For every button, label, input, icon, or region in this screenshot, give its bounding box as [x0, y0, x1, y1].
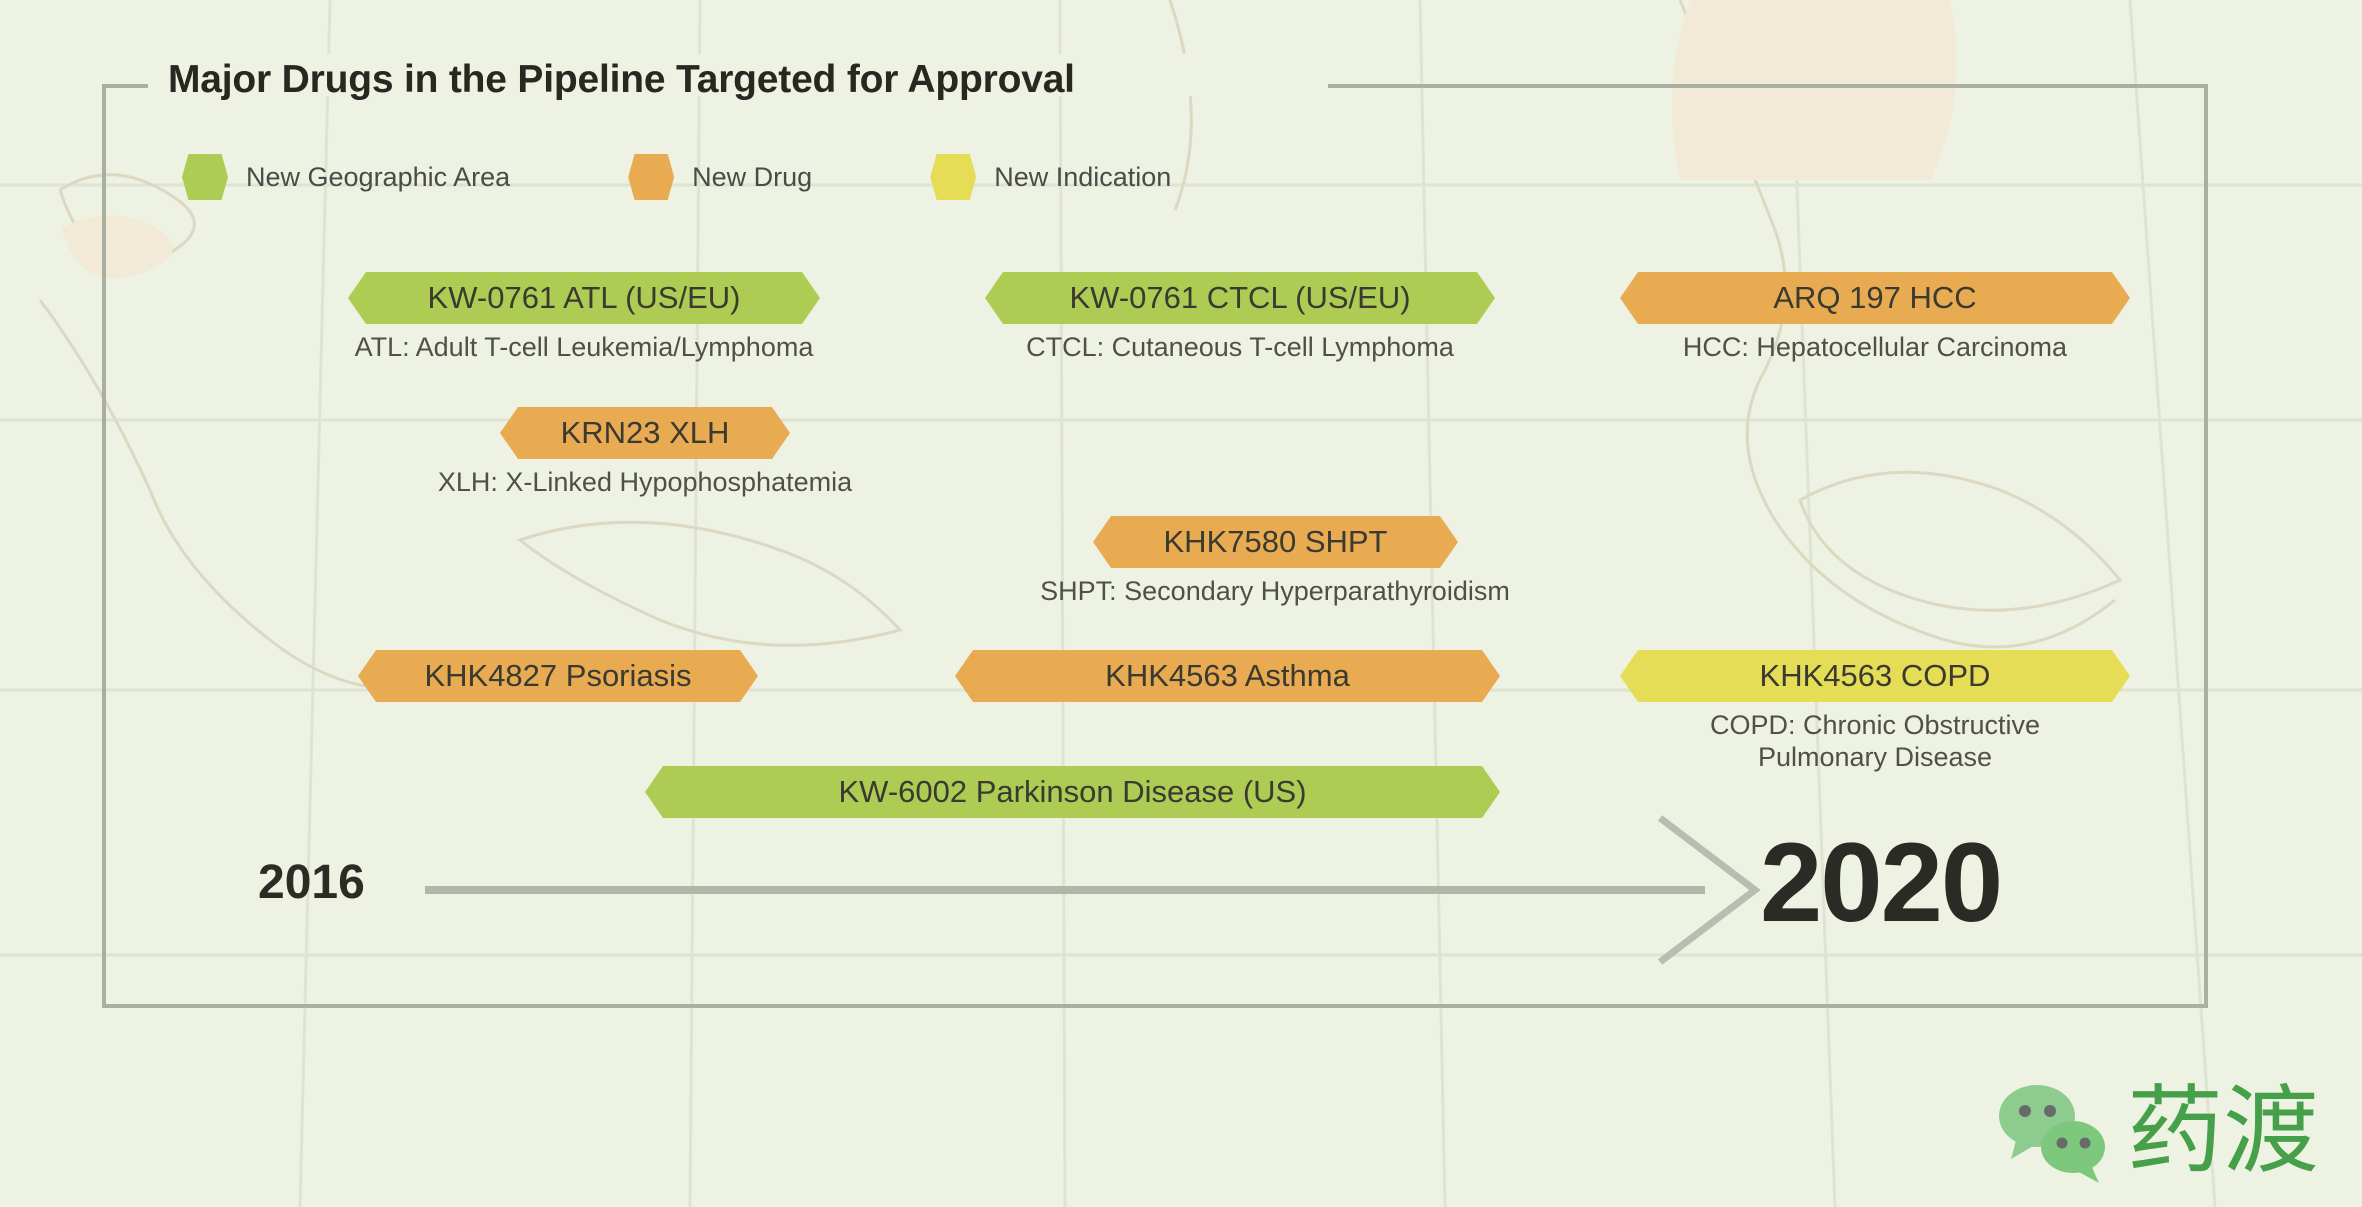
pipeline-item-kw6002-parkinson[interactable]: KW-6002 Parkinson Disease (US) — [645, 766, 1500, 818]
pipeline-item-khk7580-shpt[interactable]: KHK7580 SHPT SHPT: Secondary Hyperparath… — [1040, 516, 1510, 608]
brand-name: 药渡 — [2127, 1075, 2319, 1187]
legend-item-new-drug[interactable]: New Drug — [628, 154, 812, 200]
pill-label: KHK7580 SHPT — [1093, 516, 1458, 568]
pipeline-item-arq197-hcc[interactable]: ARQ 197 HCC HCC: Hepatocellular Carcinom… — [1620, 272, 2130, 364]
legend-label-new-indication: New Indication — [994, 161, 1172, 192]
timeline-start-year: 2016 — [258, 856, 365, 909]
legend-label-new-drug: New Drug — [692, 161, 813, 192]
pill-label: ARQ 197 HCC — [1620, 272, 2130, 324]
pipeline-item-kw0761-ctcl[interactable]: KW-0761 CTCL (US/EU) CTCL: Cutaneous T-c… — [985, 272, 1495, 364]
pipeline-item-krn23-xlh[interactable]: KRN23 XLH XLH: X-Linked Hypophosphatemia — [438, 407, 852, 499]
brand-wechat[interactable]: 药渡 — [1995, 1075, 2319, 1187]
legend-swatch-orange — [628, 154, 675, 200]
pill-caption: SHPT: Secondary Hyperparathyroidism — [1040, 576, 1510, 606]
legend-item-new-geographic-area[interactable]: New Geographic Area — [182, 154, 510, 200]
title-frame-gap — [148, 54, 1328, 96]
pipeline-item-khk4563-asthma[interactable]: KHK4563 Asthma — [955, 650, 1500, 702]
pill-caption: CTCL: Cutaneous T-cell Lymphoma — [1026, 332, 1454, 362]
pill-label: KHK4563 COPD — [1620, 650, 2130, 702]
pill-caption: ATL: Adult T-cell Leukemia/Lymphoma — [354, 332, 814, 362]
legend: New Geographic Area New Drug New Indicat… — [182, 154, 1289, 200]
pipeline-item-khk4827-psoriasis[interactable]: KHK4827 Psoriasis — [358, 650, 758, 702]
timeline-axis-line — [425, 886, 1705, 894]
pill-label: KW-0761 ATL (US/EU) — [348, 272, 820, 324]
pipeline-item-kw0761-atl[interactable]: KW-0761 ATL (US/EU) ATL: Adult T-cell Le… — [348, 272, 820, 364]
pill-label: KW-0761 CTCL (US/EU) — [985, 272, 1495, 324]
pill-caption: HCC: Hepatocellular Carcinoma — [1682, 332, 2068, 362]
pill-label: KW-6002 Parkinson Disease (US) — [645, 766, 1500, 818]
legend-swatch-yellow — [930, 154, 977, 200]
legend-item-new-indication[interactable]: New Indication — [930, 154, 1171, 200]
pill-label: KHK4563 Asthma — [955, 650, 1500, 702]
pill-label: KHK4827 Psoriasis — [358, 650, 758, 702]
pill-caption: XLH: X-Linked Hypophosphatemia — [437, 467, 853, 497]
timeline-end-year: 2020 — [1760, 820, 2003, 945]
legend-label-new-geographic-area: New Geographic Area — [246, 161, 511, 192]
pill-label: KRN23 XLH — [500, 407, 790, 459]
wechat-icon — [1999, 1085, 2105, 1183]
page-title: Major Drugs in the Pipeline Targeted for… — [168, 58, 1075, 101]
legend-swatch-green — [182, 154, 228, 200]
timeline-arrow-icon — [1657, 815, 1761, 965]
